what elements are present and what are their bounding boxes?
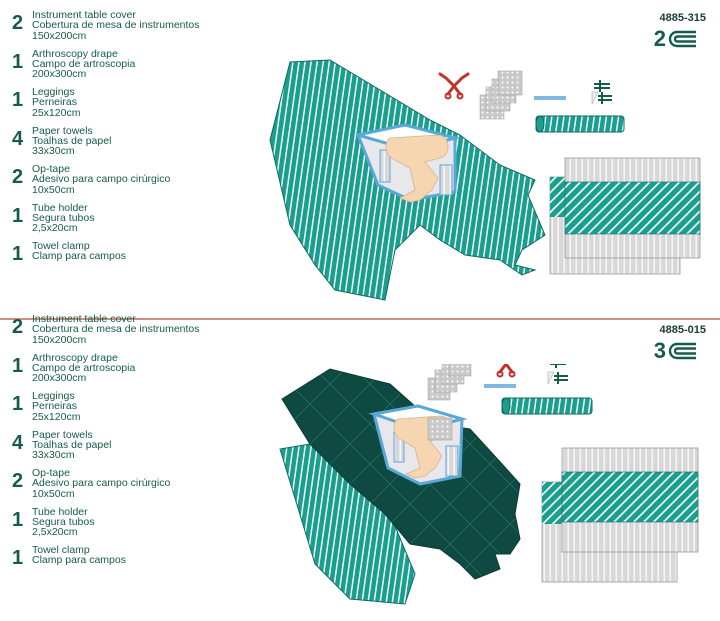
item-name-en: Arthroscopy drape bbox=[32, 47, 118, 60]
layers-icon bbox=[668, 342, 696, 360]
op-tape bbox=[591, 80, 612, 105]
towel-clamp bbox=[438, 72, 470, 100]
component-list: 2 Instrument table cover Cobertura de me… bbox=[12, 10, 272, 280]
kit-illustration bbox=[279, 364, 699, 605]
item-name-en: Leggings bbox=[32, 390, 75, 402]
item-name-en: Tube holder bbox=[32, 201, 88, 214]
tube-holder bbox=[534, 96, 566, 100]
product-code: 4885-015 bbox=[659, 324, 707, 336]
item-quantity: 4 bbox=[12, 127, 24, 150]
item-size: 150x200cm bbox=[32, 333, 87, 346]
item-name-en: Paper towels bbox=[32, 124, 93, 137]
item-name-pt: Perneiras bbox=[32, 96, 77, 109]
item-size: 33x30cm bbox=[32, 449, 75, 462]
towel-clamp bbox=[496, 364, 516, 378]
item-name-pt: Clamp para campos bbox=[32, 554, 126, 567]
item-name-pt: Toalhas de papel bbox=[32, 438, 112, 451]
item-name-en: Instrument table cover bbox=[32, 9, 136, 21]
product-code: 4885-315 bbox=[659, 12, 707, 24]
item-name-en: Op-tape bbox=[32, 467, 70, 479]
kit-illustration bbox=[269, 59, 701, 301]
item-size: 25x120cm bbox=[32, 106, 81, 119]
kit-4885-015: 2 Instrument table cover Cobertura de me… bbox=[0, 314, 720, 621]
item-name-en: Towel clamp bbox=[32, 240, 90, 252]
list-item: 1 Arthroscopy drape Campo de artroscopia… bbox=[12, 351, 272, 392]
item-quantity: 4 bbox=[12, 431, 24, 454]
list-item: 1 Leggings Perneiras 25x120cm bbox=[12, 87, 272, 126]
list-item: 1 Towel clamp Clamp para campos bbox=[12, 545, 272, 584]
item-name-en: Tube holder bbox=[32, 505, 88, 518]
layer-count: 3 bbox=[653, 338, 666, 363]
list-item: 2 Op-tape Adesivo para campo cirúrgico 1… bbox=[12, 164, 272, 203]
list-item: 1 Arthroscopy drape Campo de artroscopia… bbox=[12, 47, 272, 88]
item-name-pt: Segura tubos bbox=[32, 515, 95, 528]
layer-logo: 3 bbox=[654, 340, 698, 362]
layer-count: 2 bbox=[653, 26, 666, 51]
item-size: 10x50cm bbox=[32, 487, 75, 500]
item-name-pt: Campo de artroscopia bbox=[32, 57, 136, 70]
item-name-pt: Clamp para campos bbox=[32, 250, 126, 263]
item-quantity: 1 bbox=[12, 547, 24, 569]
item-size: 33x30cm bbox=[32, 145, 75, 158]
item-quantity: 1 bbox=[12, 508, 24, 531]
item-name-pt: Adesivo para campo cirúrgico bbox=[32, 173, 171, 186]
item-quantity: 2 bbox=[12, 316, 24, 338]
paper-towels bbox=[479, 70, 523, 120]
item-name-en: Leggings bbox=[32, 86, 75, 98]
item-size: 2,5x20cm bbox=[32, 526, 78, 539]
paper-towels bbox=[427, 417, 453, 441]
list-item: 1 Tube holder Segura tubos 2,5x20cm bbox=[12, 201, 272, 242]
list-item: 2 Instrument table cover Cobertura de me… bbox=[12, 10, 272, 49]
component-list: 2 Instrument table cover Cobertura de me… bbox=[12, 314, 272, 584]
item-name-pt: Campo de artroscopia bbox=[32, 361, 136, 374]
item-size: 2,5x20cm bbox=[32, 222, 78, 235]
list-item: 1 Towel clamp Clamp para campos bbox=[12, 241, 272, 280]
item-quantity: 1 bbox=[12, 354, 24, 377]
tube-holder bbox=[484, 384, 516, 388]
item-name-en: Towel clamp bbox=[32, 544, 90, 556]
list-item: 1 Leggings Perneiras 25x120cm bbox=[12, 391, 272, 430]
item-name-en: Arthroscopy drape bbox=[32, 351, 118, 364]
item-name-pt: Toalhas de papel bbox=[32, 134, 112, 147]
item-name-pt: Cobertura de mesa de instrumentos bbox=[32, 19, 200, 32]
item-quantity: 2 bbox=[12, 470, 24, 492]
leggings bbox=[501, 397, 593, 415]
item-name-pt: Segura tubos bbox=[32, 211, 95, 224]
item-name-pt: Perneiras bbox=[32, 400, 77, 413]
item-size: 25x120cm bbox=[32, 410, 81, 423]
instrument-table-cover bbox=[549, 157, 701, 275]
item-size: 150x200cm bbox=[32, 29, 87, 42]
section-divider bbox=[0, 318, 720, 320]
kit-4885-315: 2 Instrument table cover Cobertura de me… bbox=[12, 10, 707, 301]
paper-towels-stack bbox=[427, 364, 472, 401]
item-name-pt: Adesivo para campo cirúrgico bbox=[32, 477, 171, 490]
list-item: 4 Paper towels Toalhas de papel 33x30cm bbox=[12, 428, 272, 469]
layers-icon bbox=[668, 30, 696, 48]
item-size: 200x300cm bbox=[32, 68, 87, 81]
list-item: 1 Tube holder Segura tubos 2,5x20cm bbox=[12, 505, 272, 546]
list-item: 4 Paper towels Toalhas de papel 33x30cm bbox=[12, 124, 272, 165]
item-name-en: Instrument table cover bbox=[32, 313, 136, 325]
op-tape bbox=[547, 364, 568, 385]
item-size: 10x50cm bbox=[32, 183, 75, 196]
leg bbox=[385, 134, 449, 203]
item-quantity: 1 bbox=[12, 204, 24, 227]
layer-logo: 2 bbox=[654, 28, 698, 50]
leggings bbox=[535, 115, 625, 133]
list-item: 2 Op-tape Adesivo para campo cirúrgico 1… bbox=[12, 468, 272, 507]
item-quantity: 1 bbox=[12, 50, 24, 73]
item-name-en: Op-tape bbox=[32, 163, 70, 175]
list-item: 2 Instrument table cover Cobertura de me… bbox=[12, 314, 272, 353]
item-name-pt: Cobertura de mesa de instrumentos bbox=[32, 323, 200, 336]
item-quantity: 1 bbox=[12, 393, 24, 415]
instrument-table-cover bbox=[541, 447, 699, 583]
item-quantity: 2 bbox=[12, 12, 24, 34]
item-quantity: 1 bbox=[12, 89, 24, 111]
item-size: 200x300cm bbox=[32, 372, 87, 385]
item-quantity: 1 bbox=[12, 243, 24, 265]
item-quantity: 2 bbox=[12, 166, 24, 188]
item-name-en: Paper towels bbox=[32, 428, 93, 441]
